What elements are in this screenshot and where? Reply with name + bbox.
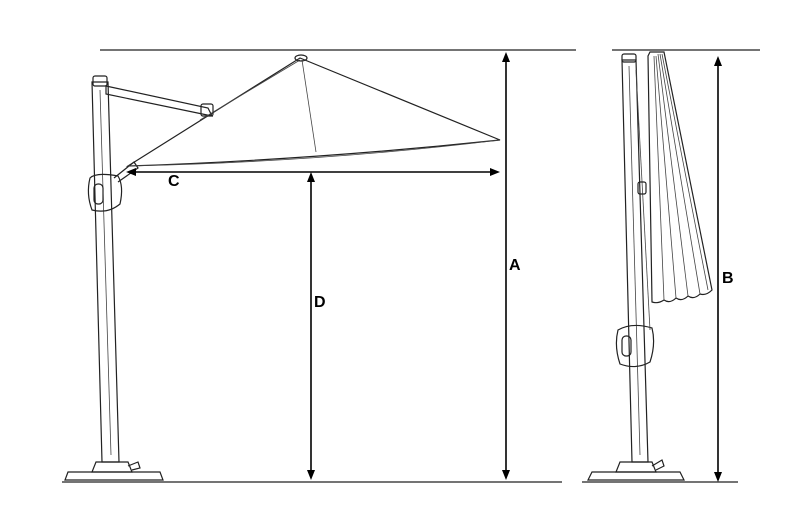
- canopy-hem: [127, 139, 501, 167]
- folded-canopy: [647, 51, 713, 304]
- closed-pole: [621, 59, 649, 463]
- closed-pole-seam: [628, 65, 641, 456]
- support-arm: [105, 85, 214, 117]
- dimension-a-arrow: [502, 52, 510, 480]
- dimension-label-c: C: [168, 173, 180, 190]
- crank-arm: [113, 161, 139, 183]
- canopy-outline: [125, 57, 501, 167]
- fold-2: [655, 55, 677, 299]
- fold-4: [659, 53, 701, 295]
- base-foot-pedal: [127, 461, 141, 471]
- canopy-top-finial: [294, 54, 308, 62]
- pole-top-cap: [92, 75, 108, 87]
- base-plate: [64, 471, 164, 481]
- dimension-d-arrow: [307, 172, 315, 480]
- fold-5: [661, 53, 709, 291]
- canopy-rib-left: [199, 59, 301, 121]
- closed-arm-joint: [637, 181, 647, 195]
- closed-crank-grip: [621, 335, 632, 357]
- closed-base-block: [615, 461, 657, 473]
- dimension-label-a: A: [509, 257, 521, 274]
- canopy-rib-middle: [301, 59, 317, 153]
- open-umbrella: [64, 54, 501, 481]
- closed-base-pedal: [651, 459, 665, 471]
- dimension-label-d: D: [314, 294, 326, 311]
- dimension-b-arrow: [714, 56, 722, 482]
- folded-support-arm: [635, 69, 651, 331]
- tilt-crank-housing: [87, 173, 123, 212]
- main-pole: [91, 81, 120, 463]
- closed-crank-housing: [615, 324, 655, 368]
- base-block: [91, 461, 133, 473]
- fold-3: [657, 53, 689, 297]
- dimension-c-arrow: [126, 168, 500, 176]
- closed-base-plate: [587, 471, 685, 481]
- dimension-label-b: B: [722, 270, 734, 287]
- closed-pole-cap: [621, 53, 637, 63]
- closed-umbrella: [587, 51, 713, 481]
- crank-grip: [93, 183, 104, 205]
- fold-1: [653, 55, 665, 301]
- pole-seam: [99, 89, 112, 456]
